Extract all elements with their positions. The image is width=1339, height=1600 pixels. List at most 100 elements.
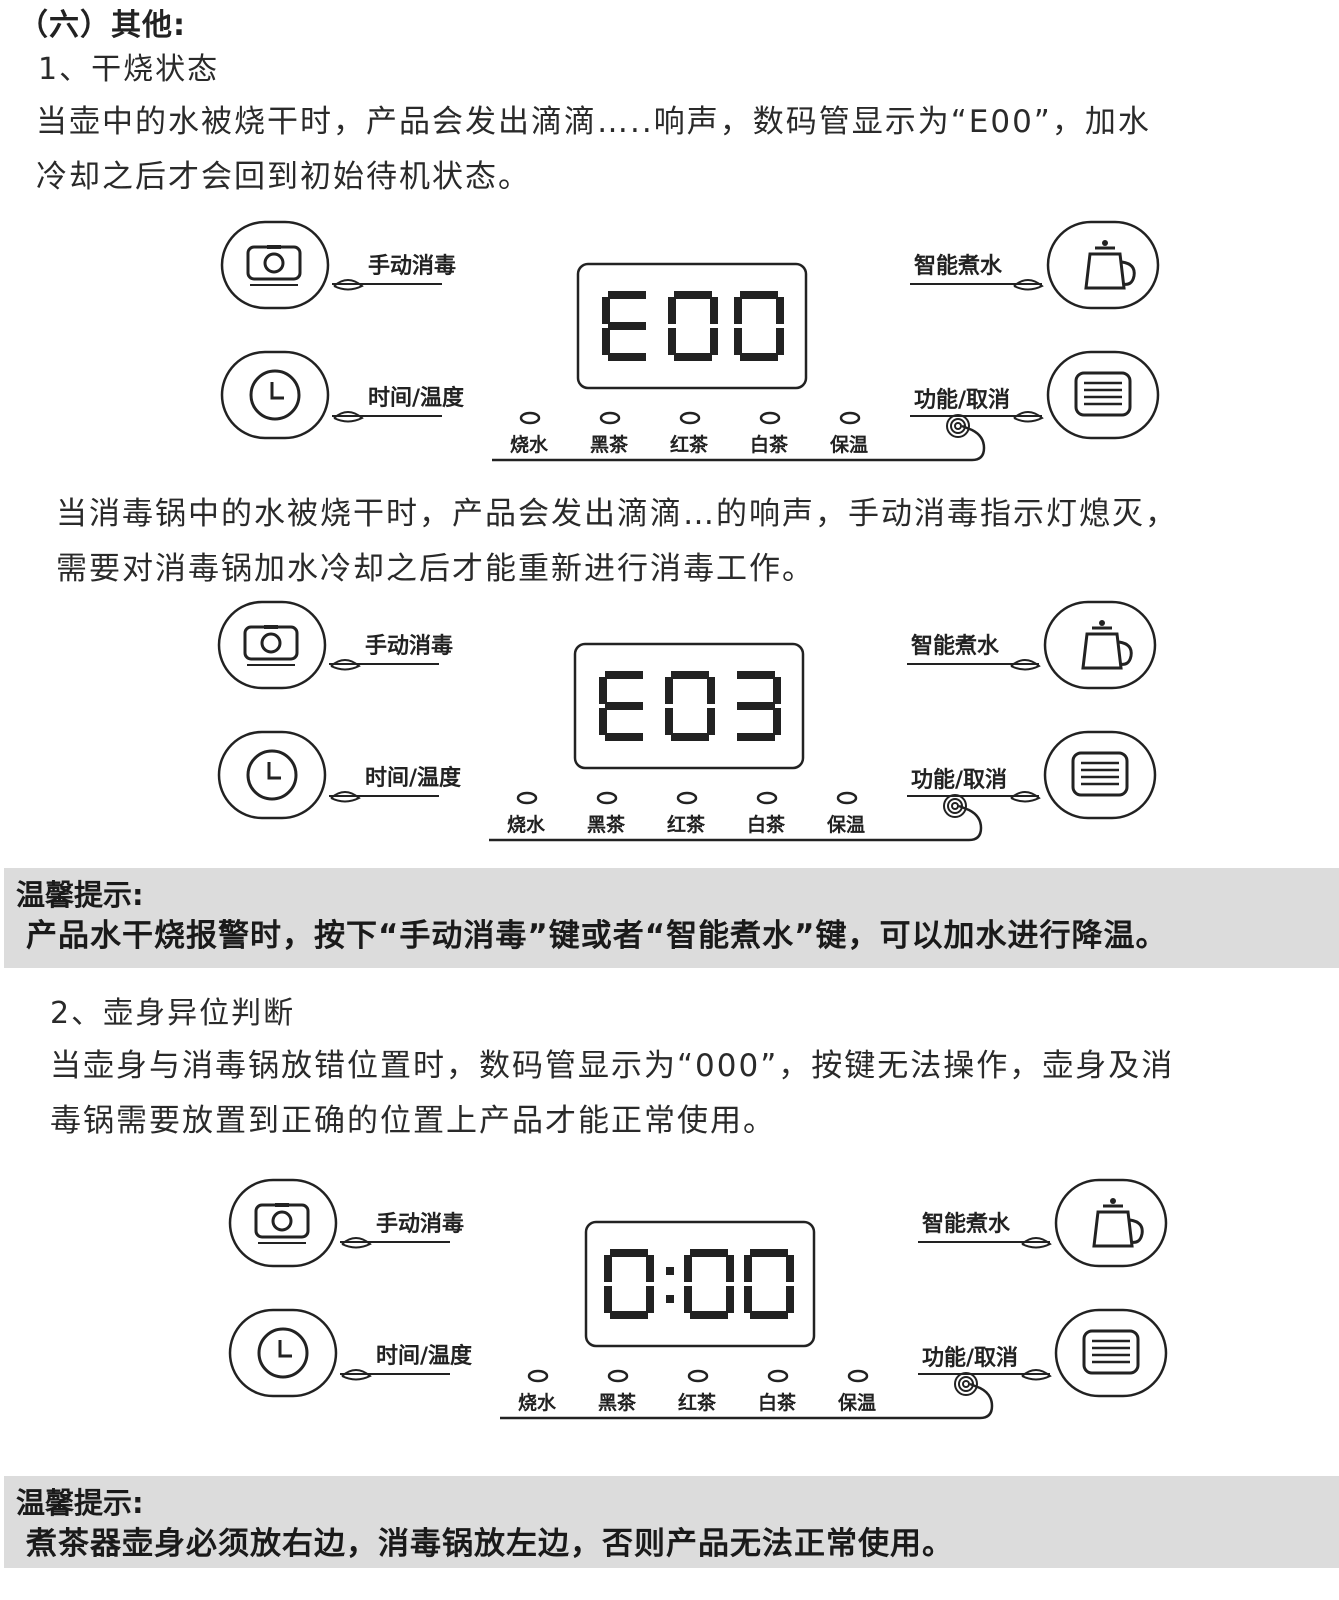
- menu-icon: [1074, 371, 1132, 417]
- sterilizer-pot-icon: [243, 625, 299, 666]
- touch-line-left-1: [340, 1237, 450, 1249]
- mode-indicator-led: [847, 1369, 869, 1383]
- function-cancel-label: 功能/取消: [922, 1346, 1019, 1371]
- function-cancel-button[interactable]: [1054, 1308, 1168, 1398]
- kettle-icon: [1092, 1198, 1144, 1248]
- touch-line-right-1: [918, 1237, 1052, 1249]
- touch-line-right-2: [907, 791, 1041, 803]
- mode-label-5: 保温: [838, 1392, 877, 1414]
- control-panel-000: 手动消毒时间/温度智能煮水功能/取消烧水黑茶红茶白茶保温: [228, 1178, 1188, 1438]
- mode-indicator-led: [599, 411, 621, 425]
- touch-line-right-2: [910, 411, 1044, 423]
- coil-icon: [943, 794, 967, 818]
- sterilizer-pot-icon: [254, 1203, 310, 1244]
- touch-line-right-2: [918, 1369, 1052, 1381]
- time-temp-button[interactable]: [228, 1308, 338, 1398]
- panel-bottom-line: [489, 804, 983, 842]
- time-temp-label: 时间/温度: [376, 1344, 473, 1369]
- mode-label-4: 白茶: [747, 814, 786, 836]
- control-panel-e00: 手动消毒时间/温度智能煮水功能/取消烧水黑茶红茶白茶保温: [220, 220, 1180, 480]
- smart-boil-label: 智能煮水: [911, 634, 1000, 659]
- sterilizer-dry-para-line2: 需要对消毒锅加水冷却之后才能重新进行消毒工作。: [56, 551, 815, 587]
- manual-disinfect-button[interactable]: [228, 1178, 338, 1268]
- mode-indicator-led: [839, 411, 861, 425]
- mode-indicator-led: [767, 1369, 789, 1383]
- section-title: （六）其他:: [18, 8, 186, 43]
- mode-label-1: 烧水: [507, 814, 546, 836]
- time-temp-button[interactable]: [220, 350, 330, 440]
- mode-indicator-led: [527, 1369, 549, 1383]
- sterilizer-dry-para-line1: 当消毒锅中的水被烧干时，产品会发出滴滴…的响声，手动消毒指示灯熄灭，: [56, 496, 1178, 532]
- dry-burn-para-line2: 冷却之后才会回到初始待机状态。: [36, 159, 531, 195]
- kettle-icon: [1081, 620, 1133, 670]
- tip-1-text: 产品水干烧报警时，按下“手动消毒”键或者“智能煮水”键，可以加水进行降温。: [26, 918, 1168, 954]
- sterilizer-pot-icon: [246, 245, 302, 286]
- mode-indicator-led: [836, 791, 858, 805]
- touch-line-left-2: [332, 411, 442, 423]
- mode-label-5: 保温: [827, 814, 866, 836]
- panel-bottom-line: [492, 424, 986, 462]
- mode-label-3: 红茶: [670, 434, 709, 456]
- coil-icon: [954, 1372, 978, 1396]
- position-para-line1: 当壶身与消毒锅放错位置时，数码管显示为“000”，按键无法操作，壶身及消: [50, 1048, 1175, 1084]
- time-temp-label: 时间/温度: [365, 766, 462, 791]
- manual-disinfect-label: 手动消毒: [368, 254, 457, 279]
- smart-boil-button[interactable]: [1046, 220, 1160, 310]
- menu-icon: [1071, 751, 1129, 797]
- clock-icon: [246, 749, 298, 801]
- kettle-icon: [1084, 240, 1136, 290]
- manual-disinfect-button[interactable]: [217, 600, 327, 690]
- touch-line-left-2: [329, 791, 439, 803]
- manual-disinfect-button[interactable]: [220, 220, 330, 310]
- touch-line-left-1: [329, 659, 439, 671]
- control-panel-e03: 手动消毒时间/温度 智能煮水功能/取消烧水 黑茶 红茶 白茶 保温: [217, 600, 1177, 860]
- mode-label-3: 红茶: [667, 814, 706, 836]
- clock-icon: [257, 1327, 309, 1379]
- manual-disinfect-label: 手动消毒: [376, 1212, 465, 1237]
- manual-disinfect-label: 手动消毒: [365, 634, 454, 659]
- coil-icon: [946, 414, 970, 438]
- touch-line-left-1: [332, 279, 442, 291]
- digital-display: [573, 642, 805, 770]
- dry-burn-para-line1: 当壶中的水被烧干时，产品会发出滴滴…..响声，数码管显示为“E00”，加水: [36, 104, 1151, 140]
- tip-box-2: 温馨提示: 煮茶器壶身必须放右边，消毒锅放左边，否则产品无法正常使用。: [4, 1476, 1339, 1568]
- time-temp-button[interactable]: [217, 730, 327, 820]
- mode-label-1: 烧水: [510, 434, 549, 456]
- mode-indicator-led: [679, 411, 701, 425]
- function-cancel-label: 功能/取消: [911, 768, 1008, 793]
- function-cancel-button[interactable]: [1043, 730, 1157, 820]
- mode-label-3: 红茶: [678, 1392, 717, 1414]
- mode-indicator-led: [519, 411, 541, 425]
- tip-2-text: 煮茶器壶身必须放右边，消毒锅放左边，否则产品无法正常使用。: [26, 1526, 954, 1562]
- mode-indicator-led: [756, 791, 778, 805]
- function-cancel-label: 功能/取消: [914, 388, 1011, 413]
- tip-1-title: 温馨提示:: [16, 878, 144, 912]
- smart-boil-button[interactable]: [1043, 600, 1157, 690]
- mode-indicator-led: [516, 791, 538, 805]
- touch-line-right-1: [907, 659, 1041, 671]
- clock-icon: [249, 369, 301, 421]
- smart-boil-label: 智能煮水: [922, 1212, 1011, 1237]
- dry-burn-heading: 1、干烧状态: [38, 52, 220, 87]
- position-para-line2: 毒锅需要放置到正确的位置上产品才能正常使用。: [50, 1103, 776, 1139]
- panel-drawing: [220, 220, 1160, 462]
- mode-indicator-led: [687, 1369, 709, 1383]
- function-cancel-button[interactable]: [1046, 350, 1160, 440]
- panel-drawing: [228, 1178, 1168, 1420]
- touch-line-left-2: [340, 1369, 450, 1381]
- mode-label-1: 烧水: [518, 1392, 557, 1414]
- mode-label-4: 白茶: [750, 434, 789, 456]
- digital-display: [576, 262, 808, 390]
- mode-label-2: 黑茶: [587, 814, 626, 836]
- tip-2-title: 温馨提示:: [16, 1486, 144, 1520]
- panel-bottom-line: [500, 1382, 994, 1420]
- smart-boil-button[interactable]: [1054, 1178, 1168, 1268]
- tip-box-1: 温馨提示: 产品水干烧报警时，按下“手动消毒”键或者“智能煮水”键，可以加水进行…: [4, 868, 1339, 968]
- smart-boil-label: 智能煮水: [914, 254, 1003, 279]
- touch-line-right-1: [910, 279, 1044, 291]
- digital-display: [584, 1220, 816, 1348]
- mode-indicator-led: [607, 1369, 629, 1383]
- menu-icon: [1082, 1329, 1140, 1375]
- time-temp-label: 时间/温度: [368, 386, 465, 411]
- position-heading: 2、壶身异位判断: [50, 996, 296, 1031]
